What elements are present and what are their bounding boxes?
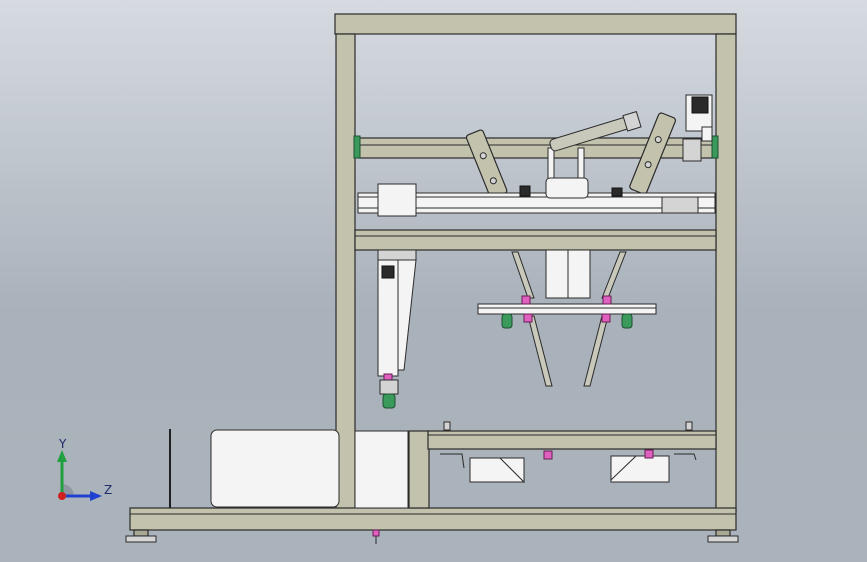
suction-cup (501, 313, 513, 329)
gripper-plate (477, 303, 657, 315)
slide-carriage (545, 177, 589, 199)
inner-post (408, 430, 430, 509)
slide-end-cap (661, 196, 699, 214)
standoff-left (547, 147, 555, 181)
platform-bolt (543, 450, 553, 460)
strut-lower-left (527, 315, 553, 387)
fastener (521, 295, 531, 305)
middle-crossbeam (354, 229, 717, 251)
fastener (523, 313, 533, 323)
rail-endcap-right (711, 135, 719, 159)
slide-end-block (377, 183, 417, 217)
main-frame[interactable] (129, 13, 737, 531)
z-axis-arrow (90, 491, 102, 501)
rail-endcap-left (353, 135, 361, 159)
strut-lower-right (583, 315, 609, 387)
fastener (601, 313, 611, 323)
top-crossbeam (334, 13, 737, 35)
y-axis-label: Y (58, 437, 67, 451)
right-column (715, 33, 737, 513)
actuator-mount (377, 249, 417, 261)
lower-platform (427, 430, 717, 450)
suction-cup (621, 313, 633, 329)
y-axis-arrow (57, 450, 67, 462)
foot-pad-right (707, 535, 739, 543)
actuator-nozzle (379, 379, 399, 395)
linear-slide[interactable] (357, 177, 716, 217)
orientation-triad: Y Z (57, 437, 112, 501)
motor-connector (691, 96, 709, 114)
pneumatic-cylinder (549, 110, 642, 152)
foot-pad-left (125, 535, 157, 543)
control-cabinet (210, 429, 340, 508)
actuator-gusset (397, 259, 417, 371)
swing-arm-right (629, 112, 677, 195)
central-pick-module[interactable] (477, 249, 657, 387)
vertical-actuator[interactable] (377, 249, 417, 409)
standoff-right (577, 147, 585, 181)
strut-upper-left (511, 251, 535, 299)
cabinet-panel (354, 430, 409, 509)
triad-quadrant (62, 484, 74, 496)
platform-bolt (644, 449, 654, 459)
upper-rail-assembly[interactable] (353, 94, 719, 181)
z-axis-label: Z (104, 483, 112, 497)
outside-equipment[interactable] (169, 429, 409, 509)
x-axis-dot (58, 492, 66, 500)
leveling-feet (125, 529, 739, 544)
base-beam (129, 507, 737, 531)
strut-upper-right (601, 251, 627, 299)
motor-coupling (682, 138, 702, 162)
lower-brackets[interactable] (440, 421, 697, 484)
base-bolt (372, 529, 380, 537)
fastener (602, 295, 612, 305)
actuator-suction-cup (382, 393, 396, 409)
